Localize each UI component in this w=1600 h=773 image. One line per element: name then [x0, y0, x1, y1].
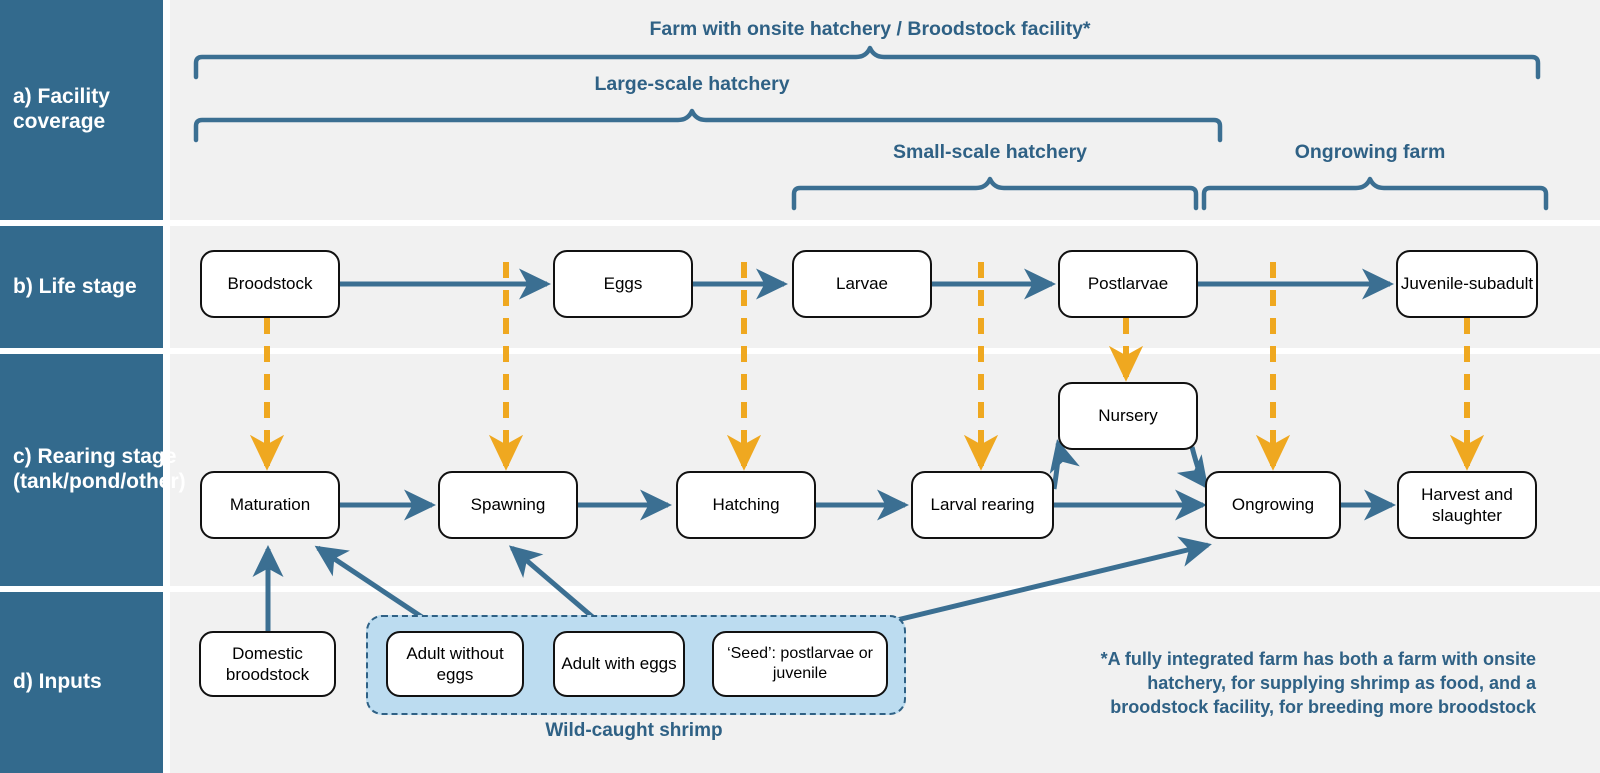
brace-label-text: Large-scale hatchery: [594, 73, 790, 95]
node-domestic-broodstock[interactable]: Domestic broodstock: [199, 631, 336, 697]
row-label-life-stage-text: b) Life stage: [13, 274, 137, 298]
row-label-facility-coverage-text: a) Facility coverage: [13, 85, 110, 133]
node-label: Broodstock: [227, 274, 313, 294]
node-maturation[interactable]: Maturation: [200, 471, 340, 539]
node-seed-postlarvae-or-juvenile[interactable]: ‘Seed’: postlarvae or juvenile: [712, 631, 888, 697]
node-adult-without-eggs[interactable]: Adult without eggs: [386, 631, 524, 697]
wild-caught-shrimp-label-text: Wild-caught shrimp: [545, 720, 723, 741]
node-harvest-and-slaughter[interactable]: Harvest and slaughter: [1397, 471, 1537, 539]
node-label: Adult without eggs: [406, 643, 504, 684]
brace-label-text: Small-scale hatchery: [892, 141, 1088, 163]
node-label: Domestic broodstock: [225, 643, 310, 684]
brace-label-large-scale-hatchery: Large-scale hatchery: [392, 73, 992, 96]
node-broodstock[interactable]: Broodstock: [200, 250, 340, 318]
node-label: Juvenile-subadult: [1400, 274, 1534, 294]
node-larvae[interactable]: Larvae: [792, 250, 932, 318]
node-label: Harvest and slaughter: [1421, 484, 1513, 525]
row-label-life-stage: b) Life stage: [0, 226, 163, 348]
brace-label-farm-with-onsite-hatchery: Farm with onsite hatchery / Broodstock f…: [470, 18, 1270, 41]
node-eggs[interactable]: Eggs: [553, 250, 693, 318]
node-label: Spawning: [470, 495, 546, 515]
node-ongrowing[interactable]: Ongrowing: [1205, 471, 1341, 539]
row-label-rearing-stage-text: c) Rearing stage (tank/pond/other): [13, 445, 186, 493]
wild-caught-shrimp-label: Wild-caught shrimp: [366, 720, 902, 742]
brace-label-text: Farm with onsite hatchery / Broodstock f…: [649, 18, 1091, 40]
node-label: ‘Seed’: postlarvae or juvenile: [727, 645, 873, 682]
node-label: Adult with eggs: [561, 654, 677, 674]
node-label: Eggs: [603, 274, 643, 294]
row-label-inputs: d) Inputs: [0, 592, 163, 773]
node-hatching[interactable]: Hatching: [676, 471, 816, 539]
node-larval-rearing[interactable]: Larval rearing: [911, 471, 1054, 539]
node-label: Postlarvae: [1087, 274, 1169, 294]
row-label-inputs-text: d) Inputs: [13, 670, 102, 694]
node-label: Nursery: [1098, 406, 1158, 426]
node-label: Larval rearing: [930, 495, 1035, 515]
node-postlarvae[interactable]: Postlarvae: [1058, 250, 1198, 318]
panel-rearing-stage: [170, 354, 1600, 586]
node-label: Larvae: [836, 274, 888, 294]
footnote-text: *A fully integrated farm has both a farm…: [1100, 649, 1536, 717]
brace-label-text: Ongrowing farm: [1294, 141, 1446, 163]
node-spawning[interactable]: Spawning: [438, 471, 578, 539]
node-nursery[interactable]: Nursery: [1058, 382, 1198, 450]
node-adult-with-eggs[interactable]: Adult with eggs: [553, 631, 685, 697]
node-juvenile-subadult[interactable]: Juvenile-subadult: [1396, 250, 1538, 318]
node-label: Maturation: [229, 495, 311, 515]
brace-label-small-scale-hatchery: Small-scale hatchery: [790, 141, 1190, 164]
row-label-facility-coverage: a) Facility coverage: [0, 0, 163, 220]
node-label: Ongrowing: [1231, 495, 1315, 515]
row-label-rearing-stage: c) Rearing stage (tank/pond/other): [0, 354, 186, 586]
brace-label-ongrowing-farm: Ongrowing farm: [1170, 141, 1570, 164]
node-label: Hatching: [712, 495, 780, 515]
footnote: *A fully integrated farm has both a farm…: [1080, 648, 1536, 720]
